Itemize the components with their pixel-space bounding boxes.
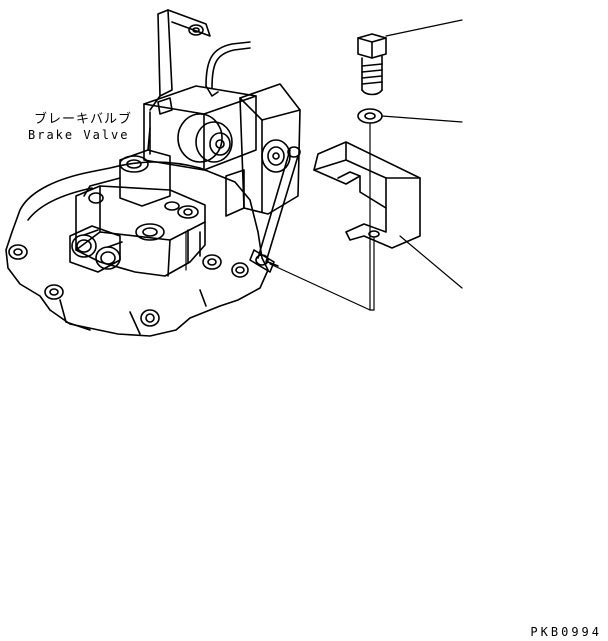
spool-housing xyxy=(83,127,171,207)
drawing-code: PKB0994 xyxy=(530,625,602,639)
housing-casting xyxy=(5,161,269,337)
linkage-rod xyxy=(249,146,301,273)
bolt xyxy=(357,33,387,96)
bracket xyxy=(313,141,421,249)
washer xyxy=(357,108,383,124)
part-label-en: Brake Valve xyxy=(28,128,130,142)
part-label-jp: ブレーキバルブ xyxy=(34,112,133,127)
valve-block xyxy=(75,185,206,277)
tube-line xyxy=(205,41,251,97)
lever-arm xyxy=(149,9,211,111)
leader-lines xyxy=(185,19,463,311)
valve-ports xyxy=(69,225,123,273)
solenoid-actuator xyxy=(143,85,257,171)
